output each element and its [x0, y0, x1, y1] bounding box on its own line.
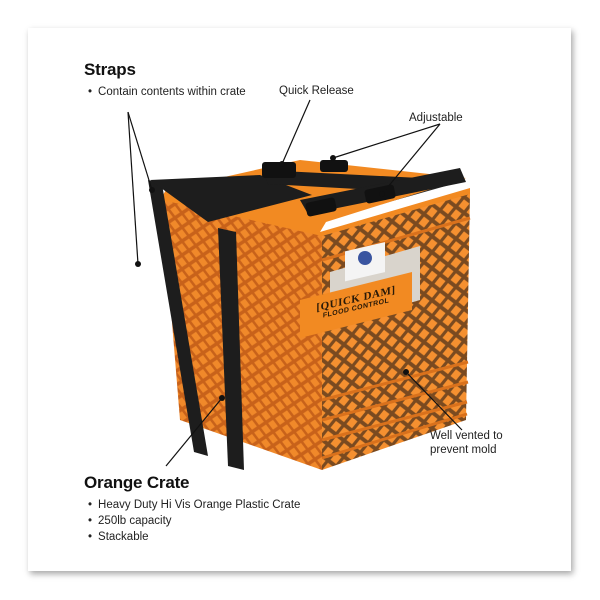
crate-leader [165, 397, 223, 467]
straps-bullet: Contain contents within crate [88, 84, 246, 100]
crate-bullets: Heavy Duty Hi Vis Orange Plastic Crate 2… [88, 497, 300, 545]
straps-leader-dot-1 [149, 187, 155, 193]
vented-callout: Well vented to prevent mold [430, 429, 503, 457]
crate-bullet: 250lb capacity [88, 513, 300, 529]
adjustable-leader-dot-2 [379, 191, 385, 197]
top-strap-left [150, 175, 312, 222]
straps-leader-2 [127, 111, 139, 265]
contents-badge [358, 251, 372, 265]
left-strap-vertical [148, 180, 208, 456]
crate-heading: Orange Crate [84, 473, 190, 492]
adjustable-callout: Adjustable [409, 112, 463, 124]
straps-bullets: Contain contents within crate [88, 84, 246, 100]
front-strap-vertical [218, 228, 244, 470]
quick-release-leader [281, 99, 311, 165]
crate-leader-dot [219, 395, 225, 401]
quick-release-buckle [262, 162, 296, 178]
top-buckle [320, 160, 348, 172]
crate-bullet: Heavy Duty Hi Vis Orange Plastic Crate [88, 497, 300, 513]
adjustable-leader-1 [332, 123, 441, 159]
quick-release-callout: Quick Release [279, 85, 354, 97]
quick-release-leader-dot [279, 161, 285, 167]
crate-left-face [162, 200, 322, 470]
adjustable-leader-dot-1 [330, 155, 336, 161]
vented-callout-line2: prevent mold [430, 444, 497, 456]
crate-label-plate [300, 272, 412, 338]
straps-leader-1 [127, 111, 153, 191]
crate-bullet: Stackable [88, 529, 300, 545]
vented-callout-line1: Well vented to [430, 430, 503, 442]
vented-leader [405, 371, 463, 431]
adjustable-buckle-1 [305, 197, 337, 217]
straps-leader-dot-2 [135, 261, 141, 267]
adjustable-leader-2 [381, 123, 441, 195]
vented-leader-dot [403, 369, 409, 375]
straps-heading: Straps [84, 60, 136, 79]
